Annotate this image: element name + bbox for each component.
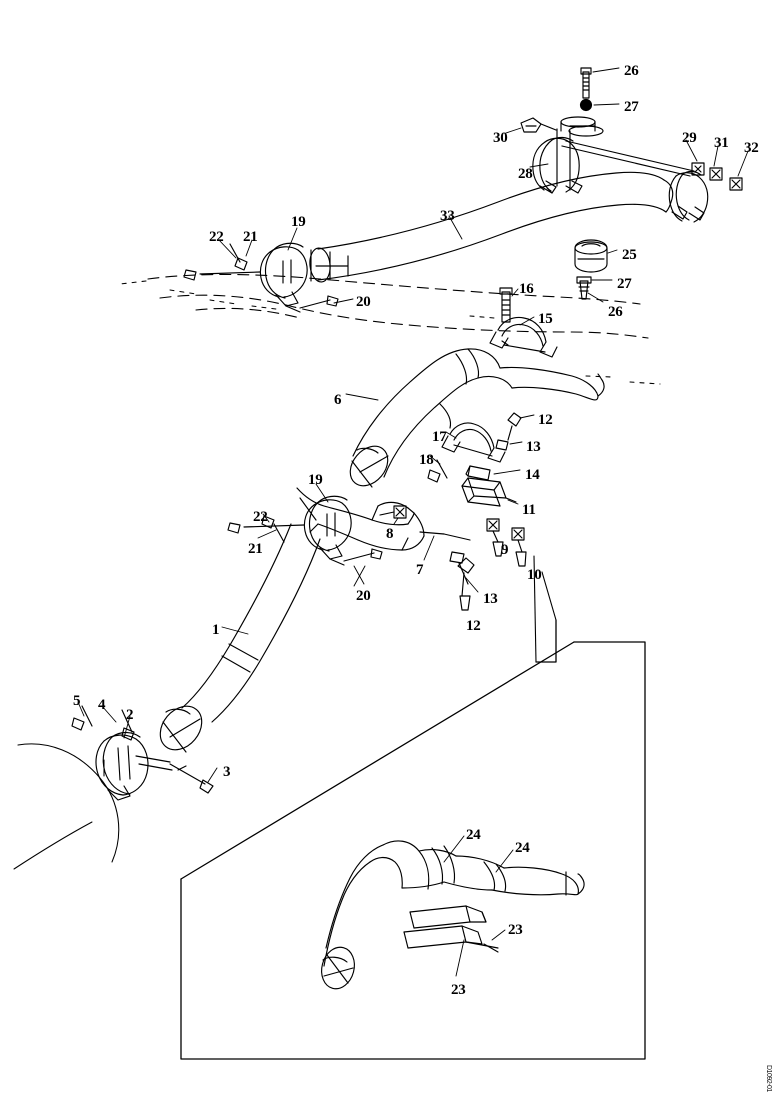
hanger-node-29	[691, 162, 705, 176]
reference-numeral-25: 25	[622, 247, 637, 263]
rubber-mount-25	[574, 239, 608, 273]
reference-numeral-9: 9	[501, 542, 509, 558]
grommet-27-upper	[579, 98, 593, 112]
reference-numeral-2: 2	[126, 707, 134, 723]
reference-numeral-11: 11	[522, 502, 536, 518]
washer-plate-upper	[560, 116, 604, 137]
reference-numeral-24: 24	[466, 827, 481, 843]
reference-numeral-7: 7	[416, 562, 424, 578]
leader-line-pipe-6	[345, 393, 379, 401]
bracket-plate-7	[296, 487, 471, 551]
leader-line-pipe-1	[221, 626, 249, 635]
reference-numeral-21: 21	[243, 229, 258, 245]
front-pipe-1	[159, 523, 321, 753]
fastener-12-lower	[457, 557, 475, 611]
hanger-bracket-15	[489, 316, 558, 358]
leader-lines-upper-brackets	[505, 67, 749, 177]
fastener-9	[486, 518, 504, 557]
reference-numeral-1: 1	[212, 622, 220, 638]
reference-numeral-19: 19	[308, 472, 323, 488]
detail-inset-box	[180, 619, 646, 1060]
reference-numeral-23: 23	[451, 982, 466, 998]
reference-numeral-13: 13	[526, 439, 541, 455]
bolt-27-middle	[576, 276, 592, 300]
reference-numeral-31: 31	[714, 135, 729, 151]
reference-numeral-33: 33	[440, 208, 455, 224]
reference-numeral-24: 24	[515, 840, 530, 856]
reference-numeral-22: 22	[253, 509, 268, 525]
reference-numeral-22: 22	[209, 229, 224, 245]
reference-numeral-15: 15	[538, 311, 553, 327]
leader-lines-hanger-15-16	[511, 288, 535, 326]
reference-numeral-18: 18	[419, 452, 434, 468]
clamp-assembly-lower-19	[227, 495, 383, 566]
fastener-22-upper	[229, 243, 248, 271]
reference-numeral-26: 26	[608, 304, 623, 320]
reference-numeral-20: 20	[356, 588, 371, 604]
reference-numeral-10: 10	[527, 567, 542, 583]
clamp-assembly-upper-19	[183, 242, 339, 313]
leader-lines-clamp-2	[77, 701, 218, 783]
reference-numeral-19: 19	[291, 214, 306, 230]
reference-numeral-4: 4	[98, 697, 106, 713]
fastener-31	[709, 167, 723, 181]
reference-numeral-14: 14	[525, 467, 540, 483]
inset-connector-lines	[533, 555, 557, 663]
reference-numeral-6: 6	[334, 392, 342, 408]
reference-numeral-12: 12	[538, 412, 553, 428]
reference-numeral-8: 8	[386, 526, 394, 542]
vehicle-body-contour	[147, 273, 649, 339]
leader-lines-bracket-group	[353, 414, 535, 593]
hanger-rod-16	[499, 287, 513, 323]
reference-numeral-29: 29	[682, 130, 697, 146]
inset-pipe-assembly	[321, 840, 585, 990]
vehicle-body-contour-short-dashes	[119, 280, 661, 385]
fastener-13-lower	[449, 551, 469, 585]
fastener-4	[121, 709, 135, 741]
fastener-22-lower	[261, 515, 285, 543]
fastener-13-upper	[495, 439, 509, 451]
reference-numeral-27: 27	[617, 276, 632, 292]
fastener-12-upper	[507, 412, 522, 441]
leader-lines-middle-mount	[587, 249, 618, 303]
fastener-32	[729, 177, 743, 191]
fastener-5	[71, 705, 93, 731]
reference-numeral-30: 30	[493, 130, 508, 146]
leader-lines-inset	[443, 835, 514, 977]
reference-numeral-3: 3	[223, 764, 231, 780]
reference-numeral-26: 26	[624, 63, 639, 79]
middle-pipe-6	[349, 348, 605, 488]
upper-exhaust-pipe-33	[309, 171, 674, 283]
bracket-11	[461, 477, 517, 507]
reference-numeral-12: 12	[466, 618, 481, 634]
reference-numeral-17: 17	[432, 429, 447, 445]
fastener-10	[511, 527, 527, 567]
bracket-29-hanger	[668, 170, 709, 223]
reference-numeral-13: 13	[483, 591, 498, 607]
reference-numeral-27: 27	[624, 99, 639, 115]
bolt-26-upper	[580, 67, 592, 99]
bracket-30-clip	[520, 117, 557, 133]
fastener-8	[379, 505, 407, 519]
leader-lines-upper-clamp	[218, 215, 463, 304]
reference-numeral-23: 23	[508, 922, 523, 938]
hanger-bracket-17	[441, 422, 506, 481]
reference-numeral-20: 20	[356, 294, 371, 310]
reference-numeral-32: 32	[744, 140, 759, 156]
reference-numeral-16: 16	[519, 281, 534, 297]
reference-numeral-21: 21	[248, 541, 263, 557]
hanger-arm	[556, 128, 695, 191]
drawing-corner-mark: D1092-01	[765, 1065, 772, 1092]
reference-numeral-28: 28	[518, 166, 533, 182]
clamp-assembly-2	[95, 731, 214, 801]
reference-numeral-5: 5	[73, 693, 81, 709]
